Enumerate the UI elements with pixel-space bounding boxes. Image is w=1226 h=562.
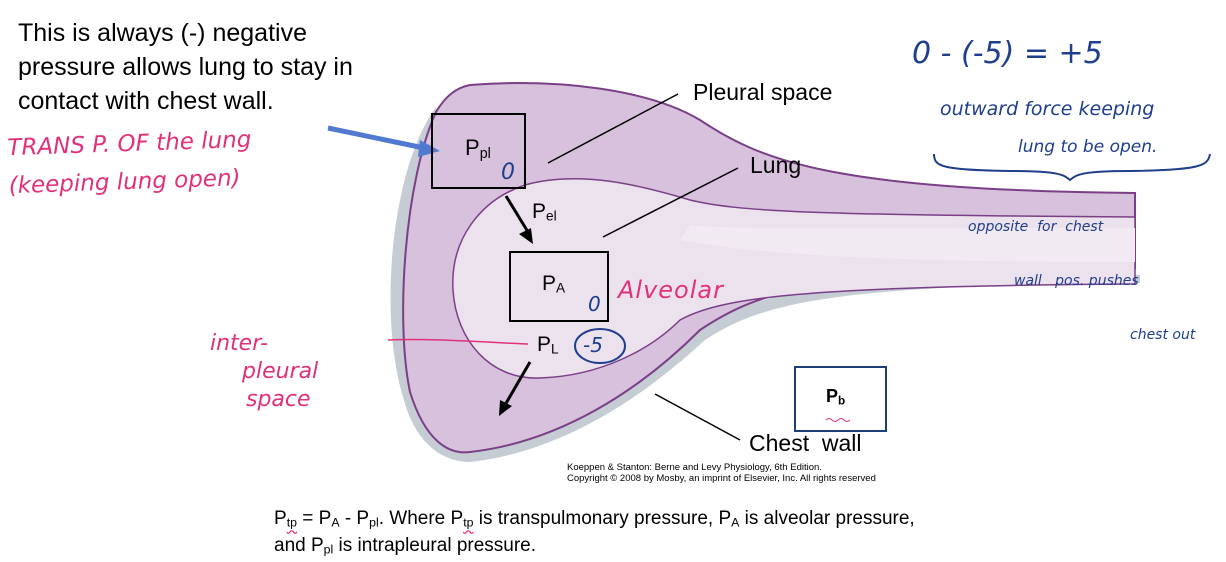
formula-s3: pl [369, 515, 379, 530]
handwritten-brace [933, 153, 1211, 182]
pl-label-main: P [537, 333, 552, 356]
chest-wall-label: Chest wall [749, 430, 862, 456]
formula-p3: - P [339, 508, 370, 529]
note-line-3: contact with chest wall. [18, 87, 274, 115]
pb-box [794, 366, 887, 432]
lung-label: Lung [750, 152, 802, 178]
ppl-box [431, 113, 526, 189]
inter-line-1: inter- [210, 331, 268, 356]
outward-line-2: lung to be open. [1018, 137, 1158, 157]
interpleural-annotation: inter- pleural space [210, 330, 318, 414]
inter-line-3: space [246, 387, 311, 412]
alveolar-annotation: Alveolar [618, 276, 724, 304]
formula-p8: is intrapleural pressure. [333, 535, 537, 557]
formula-s5: A [731, 515, 740, 530]
pa-label-main: P [542, 272, 557, 295]
ppl-value: 0 [501, 160, 515, 185]
lung-leader [602, 167, 739, 238]
negative-pressure-note: This is always (-) negative pressure all… [18, 16, 353, 118]
pressure-equation: 0 - (-5) = +5 [912, 36, 1103, 71]
formula-s7: pl [323, 542, 334, 557]
pel-arrow [504, 195, 530, 233]
opposite-line-2: wall pos. pushes [1014, 273, 1139, 289]
chest-wall-leader [654, 393, 741, 441]
outward-force-annotation: outward force keeping lung to be open. [940, 90, 1157, 166]
pa-label: PA [542, 272, 565, 296]
transpulmonary-formula: Ptp = PA - Ppl. Where Ptp is transpulmon… [274, 507, 915, 562]
formula-p1: P [274, 508, 287, 529]
figure-credit: Koeppen & Stanton: Berne and Levy Physio… [567, 462, 876, 484]
note-line-2: pressure allows lung to stay in [18, 53, 353, 81]
pleural-space-label: Pleural space [693, 79, 833, 105]
opposite-line-1: opposite for chest [968, 219, 1104, 235]
outward-line-1: outward force keeping [940, 98, 1155, 120]
formula-s4: tp [463, 515, 474, 530]
pel-label: Pel [532, 200, 557, 224]
interpleural-leader [387, 338, 529, 345]
pel-label-sub: el [546, 208, 557, 224]
pl-value-circle [574, 328, 626, 364]
inter-line-2: pleural [242, 359, 319, 384]
note-line-1: This is always (-) negative [18, 19, 307, 47]
opposite-line-3: chest out [1130, 327, 1196, 343]
pl-value: -5 [583, 333, 603, 357]
blue-annotation-arrow [327, 125, 425, 151]
pb-label: Pb [826, 386, 845, 407]
ppl-label-sub: pl [479, 145, 491, 162]
pl-label: PL [537, 333, 559, 357]
formula-p4: . Where P [378, 508, 464, 529]
pleural-space-leader [547, 93, 679, 164]
pa-label-sub: A [556, 280, 566, 296]
formula-line-2: and Ppl is intrapleural pressure. [274, 534, 915, 561]
credit-line-2: Copyright © 2008 by Mosby, an imprint of… [567, 473, 876, 484]
ppl-label-main: P [465, 135, 480, 160]
pb-label-main: P [826, 386, 839, 406]
ppl-label: Ppl [465, 135, 491, 162]
formula-p7: and P [274, 535, 324, 557]
formula-p5: is transpulmonary pressure, P [473, 508, 732, 529]
formula-s2: A [331, 515, 340, 530]
formula-p6: is alveolar pressure, [739, 508, 915, 529]
trans-p-annotation: TRANS P. OF the lung (keeping lung open) [7, 121, 254, 205]
credit-line-1: Koeppen & Stanton: Berne and Levy Physio… [567, 462, 822, 473]
opposite-annotation: opposite for chest wall pos. pushes ches… [968, 182, 1195, 362]
pl-label-sub: L [551, 341, 559, 357]
formula-s1: tp [286, 515, 297, 530]
formula-p2: = P [296, 508, 332, 529]
formula-line-1: Ptp = PA - Ppl. Where Ptp is transpulmon… [274, 507, 915, 534]
pl-arrow [503, 361, 532, 406]
pb-label-sub: b [838, 394, 846, 408]
pel-label-main: P [532, 200, 547, 223]
pa-box [509, 251, 609, 322]
pa-value: 0 [588, 292, 601, 316]
